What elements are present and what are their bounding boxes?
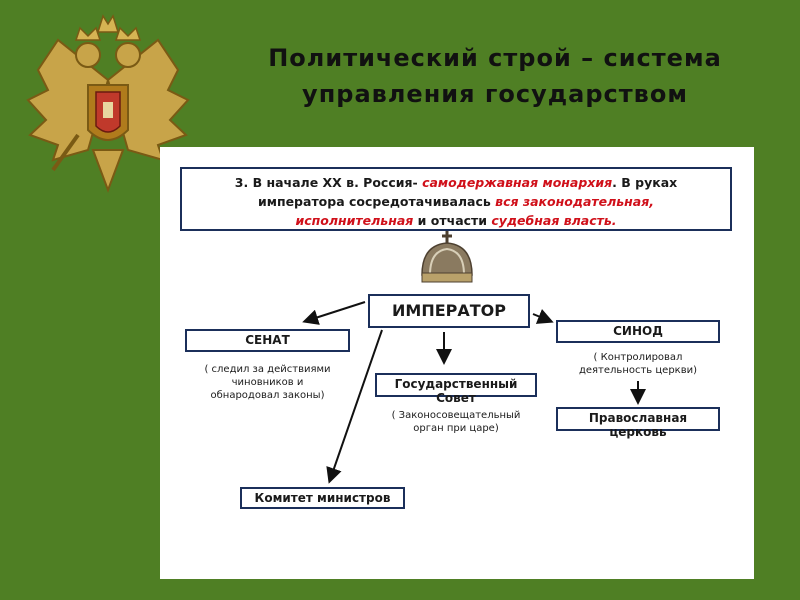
info-text-1: 3. В начале ХХ в. Россия- [234,175,418,190]
slide-title: Политический строй – система управления … [215,40,775,112]
info-text-executive: исполнительная [295,213,414,228]
info-line-1: 3. В начале ХХ в. Россия- самодержавная … [182,173,730,192]
info-text-5: и отчасти [413,213,492,228]
slide-title-line-2: управления государством [302,80,688,108]
emperor-box: ИМПЕРАТОР [368,294,530,328]
double-headed-eagle-emblem [26,14,190,193]
orthodox-church-box: Православная церковь [556,407,720,439]
emperor-label: ИМПЕРАТОР [392,301,506,320]
info-text-judicial: судебная власть. [491,213,617,228]
info-text-autocracy: самодержавная монархия [422,175,613,190]
orthodox-church-label-1: Православная [588,411,688,425]
imperial-crown-icon [421,231,473,283]
arrow-to-committee [326,329,383,484]
synod-note-line-2: деятельность церкви) [578,365,698,376]
info-line-3: исполнительная и отчасти судебная власть… [182,211,730,230]
diagram-panel: 3. В начале ХХ в. Россия- самодержавная … [160,147,754,579]
info-text-3: императора сосредотачивалась [257,194,491,209]
senate-note: ( следил за действиями чиновников и обна… [185,363,350,402]
senate-box: СЕНАТ [185,329,350,352]
state-council-note-line-2: орган при царе) [413,423,499,434]
committee-of-ministers-box: Комитет министров [240,487,405,509]
senate-note-line-2: чиновников и [231,377,304,388]
arrow-to-synod [532,309,554,324]
info-box: 3. В начале ХХ в. Россия- самодержавная … [180,167,732,231]
state-council-note-line-1: ( Законосовещательный [391,410,521,421]
synod-box: СИНОД [556,320,720,343]
diagram-connectors [302,231,646,484]
senate-label: СЕНАТ [245,333,290,347]
state-council-box: Государственный Совет [375,373,537,405]
state-council-note: ( Законосовещательный орган при царе) [375,409,537,435]
arrow-to-senate [302,301,366,325]
orthodox-church-label-2: церковь [609,425,667,439]
senate-note-line-1: ( следил за действиями [204,364,331,375]
info-line-2: императора сосредотачивалась вся законод… [182,192,730,211]
senate-note-line-3: обнародовал законы) [210,390,325,401]
info-text-2: . В руках [612,175,678,190]
synod-note: ( Контролировал деятельность церкви) [556,351,720,377]
slide-title-line-1: Политический строй – система [268,44,722,72]
state-council-label-2: Совет [436,391,476,405]
synod-label: СИНОД [613,324,663,338]
state-council-label-1: Государственный [394,377,518,391]
synod-note-line-1: ( Контролировал [593,352,683,363]
committee-of-ministers-label: Комитет министров [254,491,391,505]
info-text-legislative: вся законодательная, [495,194,655,209]
